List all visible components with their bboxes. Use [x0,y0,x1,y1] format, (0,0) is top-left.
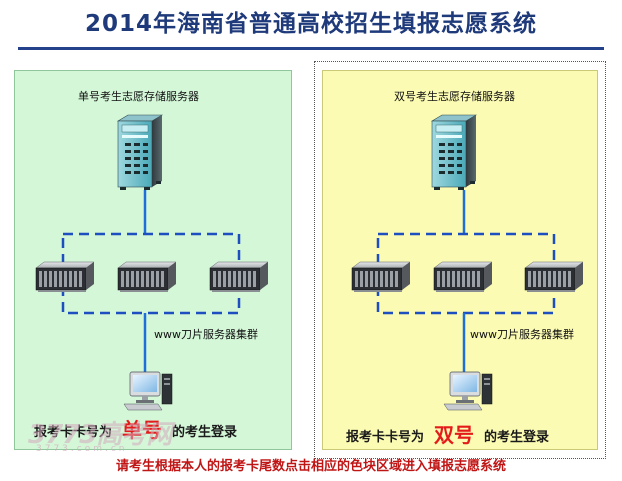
even-cluster-label: www刀片服务器集群 [470,328,574,341]
odd-network [35,114,269,411]
site-watermark: 3773高考网 [28,420,172,450]
login-prefix: 报考卡卡号为 [346,430,425,445]
login-prefix: 报考卡卡号为 [34,425,113,440]
storage-server-icon [117,114,163,191]
even-login-link[interactable]: 报考卡卡号为双号的考生登录 [346,419,549,448]
blade-server-icon [35,261,95,293]
login-suffix: 的考生登录 [484,430,550,445]
workstation-icon [443,371,493,411]
odd-server-label: 单号考生志愿存储服务器 [78,90,199,103]
odd-cluster-label: www刀片服务器集群 [154,328,258,341]
even-network [351,114,584,411]
even-server-label: 双号考生志愿存储服务器 [394,90,515,103]
blade-server-icon [209,261,269,293]
site-watermark-url: 3773.com.cn [36,444,128,454]
blade-server-icon [524,261,584,293]
blade-server-icon [433,261,493,293]
instruction-text: 请考生根据本人的报考卡尾数点击相应的色块区域进入填报志愿系统 [115,459,506,474]
storage-server-icon [431,114,477,191]
login-suffix: 的考生登录 [172,425,238,440]
blade-server-icon [117,261,177,293]
page-title: 2014年海南省普通高校招生填报志愿系统 [84,11,537,37]
workstation-icon [123,371,173,411]
odd-highlight: 单号 [122,418,163,442]
title-divider [18,47,604,50]
blade-server-icon [351,261,411,293]
odd-login-link[interactable]: 报考卡卡号为单号的考生登录 [34,414,237,443]
even-highlight: 双号 [434,423,475,447]
